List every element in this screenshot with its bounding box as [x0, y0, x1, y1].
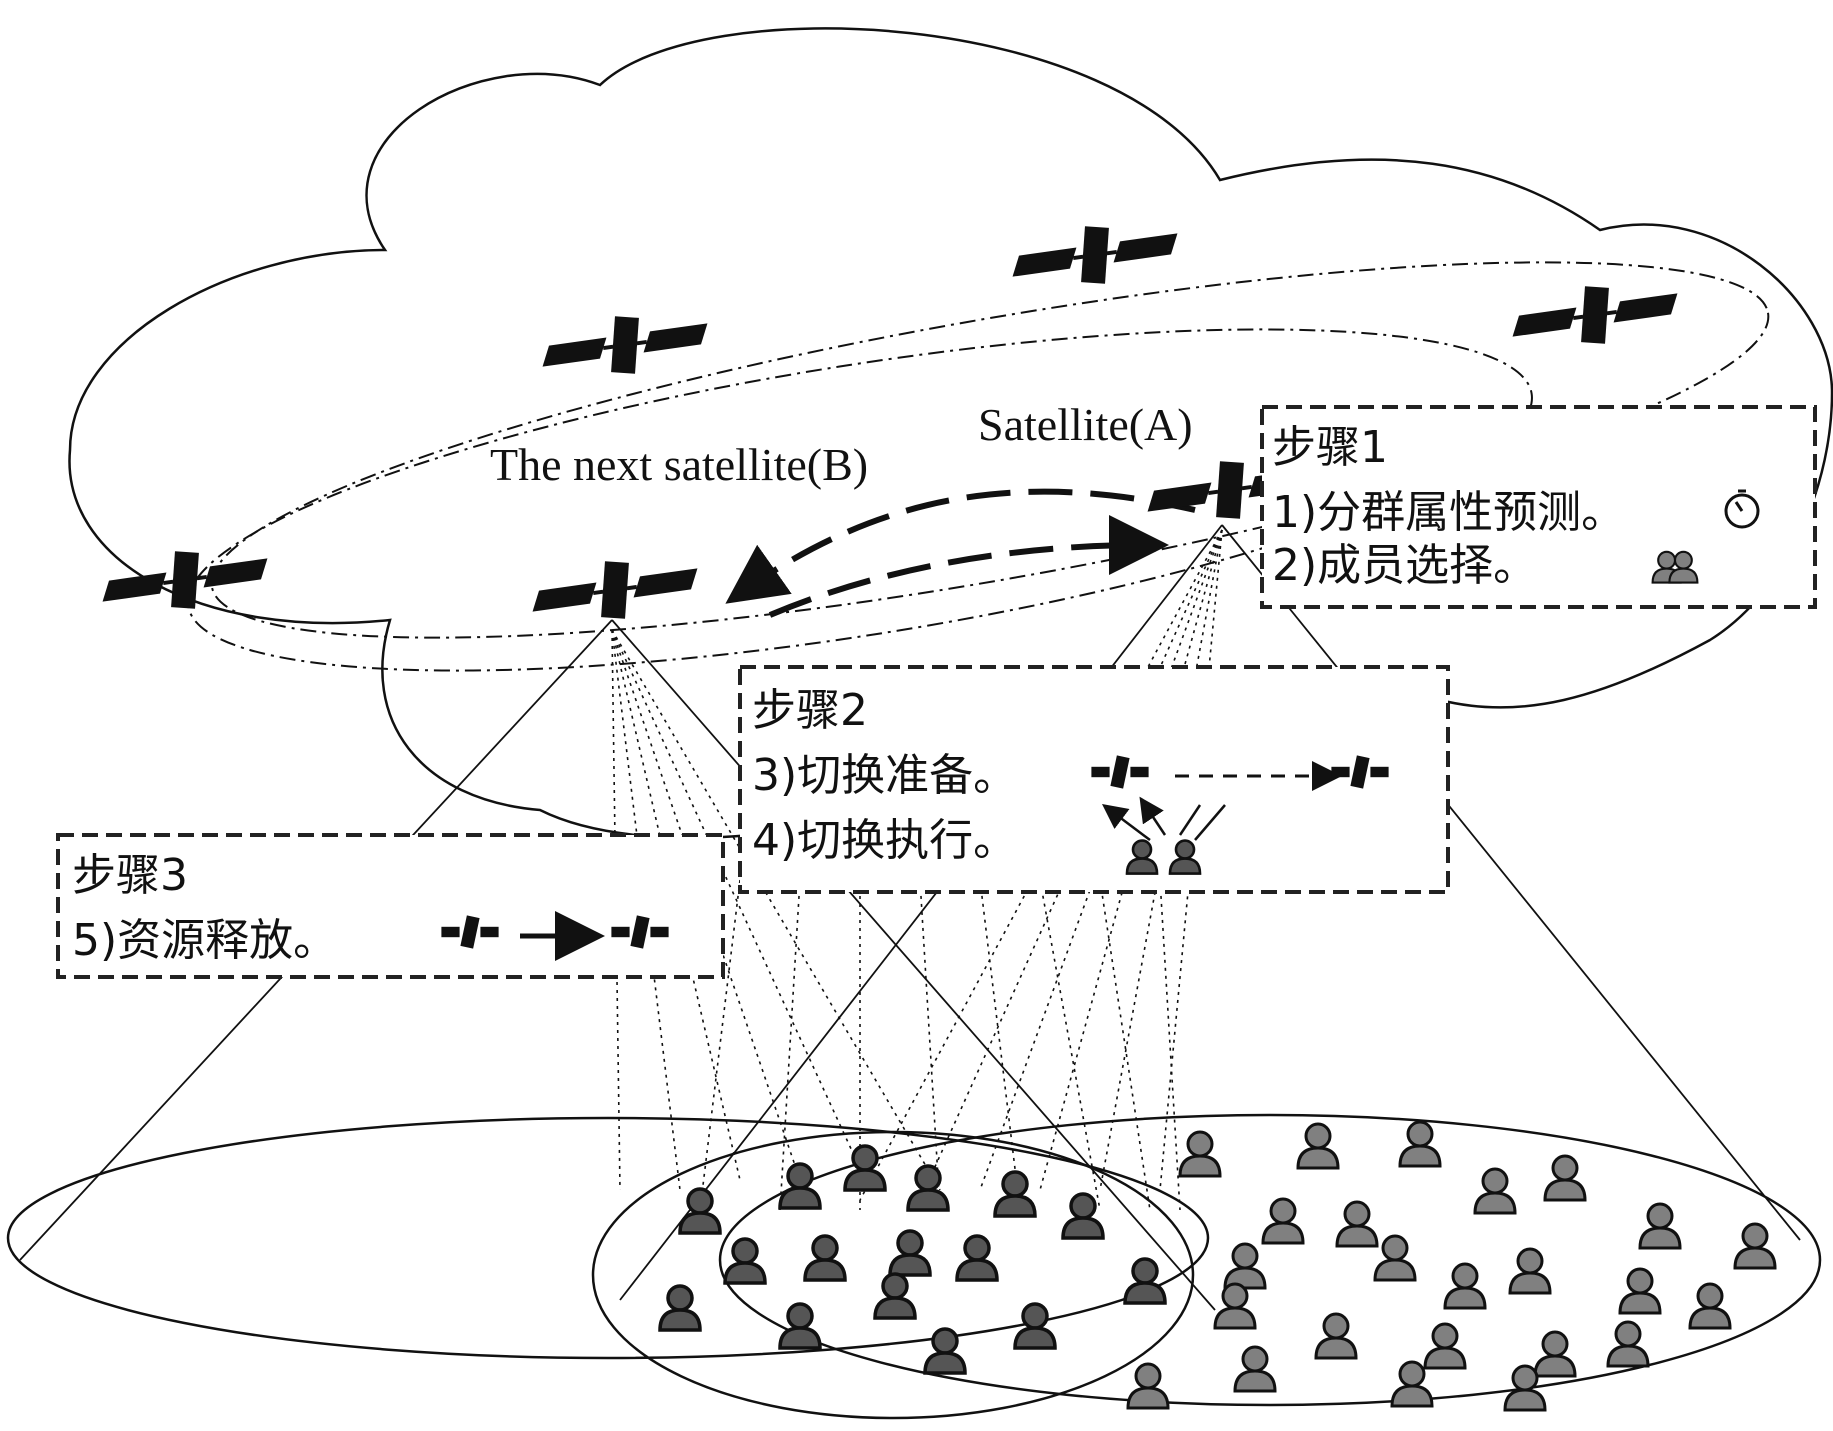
step1-title: 步骤1 — [1272, 422, 1388, 473]
satellite-to-satellite-icon — [441, 911, 669, 961]
cluster-area — [591, 1130, 1195, 1420]
satellite-to-satellite-icon — [1091, 755, 1389, 791]
user-icon — [1733, 1222, 1777, 1270]
user-icon — [1213, 1282, 1257, 1330]
user-icon — [678, 1187, 722, 1235]
timer-icon — [1724, 489, 1760, 529]
step2-title: 步骤2 — [752, 685, 868, 736]
user-icon — [1688, 1282, 1732, 1330]
handover-arrow-a-to-b — [725, 488, 1196, 604]
coverage-area-b — [6, 1116, 1210, 1360]
satellite-a-label: Satellite(A) — [978, 399, 1193, 450]
user-icon — [778, 1302, 822, 1350]
user-icon — [1373, 1234, 1417, 1282]
user-icon — [1061, 1192, 1105, 1240]
satellite-icon — [1505, 271, 1685, 359]
step1-panel: 步骤1 1)分群属性预测。 2)成员选择。 — [1260, 405, 1817, 609]
satellite-b-icon — [525, 546, 705, 634]
user-icon — [723, 1237, 767, 1285]
orbit-upper — [210, 261, 1770, 639]
coverage-area-a — [718, 1113, 1822, 1407]
user-icon — [1223, 1242, 1267, 1290]
user-icon — [658, 1284, 702, 1332]
step3-item-5: 5)资源释放。 — [72, 915, 337, 966]
step3-panel: 步骤3 5)资源释放。 — [56, 833, 725, 979]
user-icon — [1508, 1247, 1552, 1295]
user-icon — [1618, 1267, 1662, 1315]
satellite-b-label: The next satellite(B) — [490, 439, 868, 490]
user-icon — [888, 1229, 932, 1277]
user-icon — [1178, 1130, 1222, 1178]
user-icon — [1443, 1262, 1487, 1310]
user-icon — [1233, 1345, 1277, 1393]
user-icon — [1638, 1202, 1682, 1250]
satellite-icon — [535, 301, 715, 389]
step1-item-1: 1)分群属性预测。 — [1272, 487, 1625, 538]
user-icon — [1606, 1320, 1650, 1368]
cloud-outline — [68, 27, 1833, 839]
user-icon — [803, 1234, 847, 1282]
handover-arrow-b-to-a — [768, 515, 1169, 618]
user-icon — [1314, 1312, 1358, 1360]
user-icon — [1533, 1330, 1577, 1378]
user-handover-icon — [1102, 796, 1226, 875]
step3-title: 步骤3 — [72, 850, 188, 901]
user-icon — [778, 1162, 822, 1210]
cluster-users — [658, 1144, 1167, 1375]
user-icon — [873, 1272, 917, 1320]
satellite-icon — [95, 536, 275, 624]
user-icon — [1335, 1200, 1379, 1248]
user-icon — [1296, 1122, 1340, 1170]
step2-item-4: 4)切换执行。 — [752, 815, 1017, 866]
user-icon — [1423, 1322, 1467, 1370]
user-icon — [993, 1170, 1037, 1218]
step2-item-3: 3)切换准备。 — [752, 750, 1017, 801]
user-icon — [1261, 1197, 1305, 1245]
user-icon — [906, 1164, 950, 1212]
user-icon — [1123, 1257, 1167, 1305]
satellite-icon — [1005, 211, 1185, 299]
area-users — [1126, 1120, 1777, 1412]
step2-panel: 步骤2 3)切换准备。 4)切换执行。 — [738, 665, 1450, 894]
user-icon — [1126, 1362, 1170, 1410]
user-icon — [843, 1144, 887, 1192]
user-icon — [1398, 1120, 1442, 1168]
user-icon — [1543, 1154, 1587, 1202]
user-icon — [955, 1234, 999, 1282]
coverage-cone-a — [619, 524, 1801, 1301]
user-icon — [1473, 1167, 1517, 1215]
step1-item-2: 2)成员选择。 — [1272, 540, 1537, 591]
